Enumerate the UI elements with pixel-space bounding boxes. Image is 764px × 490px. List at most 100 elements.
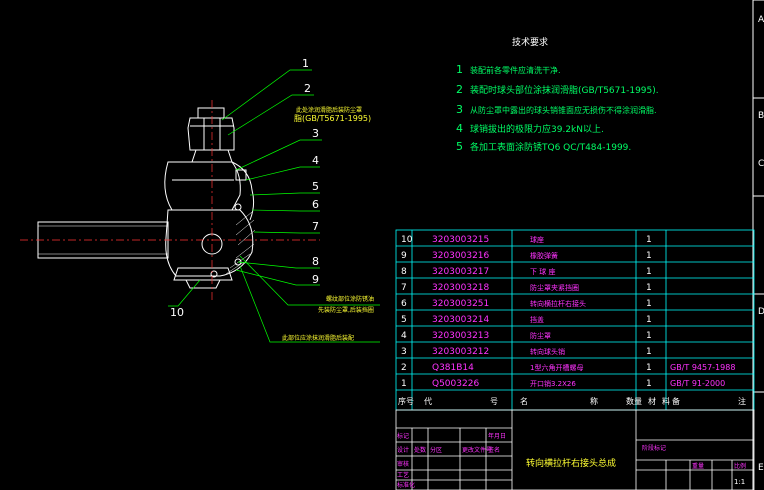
col-change: 更改文件号: [462, 446, 492, 454]
annotation-boot-note: 螺纹部位涂防锈油: [326, 295, 374, 303]
leader-lines: [168, 69, 380, 343]
part-standard-2: GB/T 9457-1988: [670, 363, 735, 372]
parts-table-header: 序号 代 号 名 称 数量 材 料 备 注: [398, 396, 746, 406]
part-name-2: 1型六角开槽螺母: [530, 363, 583, 372]
scale-value: 1:1: [734, 478, 745, 486]
stage-mark: 阶段标记: [642, 444, 666, 452]
callout-3: 3: [312, 127, 319, 140]
header-name2: 称: [590, 396, 598, 406]
callout-6: 6: [312, 198, 319, 211]
tech-requirements-title: 技术要求: [512, 36, 548, 48]
part-code-1: Q5003226: [432, 379, 479, 389]
center-lines: [20, 100, 320, 300]
part-qty-2: 1: [646, 363, 652, 373]
stage-scale: 比例: [734, 462, 746, 470]
part-name-1: 开口销3.2X26: [530, 379, 576, 388]
part-qty-5: 1: [646, 315, 652, 325]
label-process: 工艺: [397, 471, 409, 479]
part-name-10: 球座: [530, 235, 544, 244]
part-qty-6: 1: [646, 299, 652, 309]
header-material2: 料: [662, 396, 670, 406]
callout-1: 1: [302, 57, 309, 70]
part-name-9: 橡胶弹簧: [530, 251, 558, 260]
zone-label-e: E: [758, 463, 764, 473]
section-hatching: [225, 211, 256, 275]
part-code-2: Q381B14: [432, 363, 474, 373]
zone-label-a: A: [758, 15, 764, 25]
part-no-10: 10: [401, 235, 413, 245]
label-design: 设计: [397, 446, 409, 454]
callout-5: 5: [312, 180, 319, 193]
label-review: 审核: [397, 460, 409, 468]
callout-7: 7: [312, 220, 319, 233]
boot-housing: [164, 161, 241, 211]
annotations: 此处涂润滑脂后装防尘罩 脂(GB/T5671-1995) 螺纹部位涂防锈油 先装…: [282, 106, 374, 342]
callout-10: 10: [170, 306, 184, 319]
tech-requirements: 技术要求 1 装配前各零件应清洗干净. 2 装配时球头部位涂抹润滑脂(GB/T5…: [456, 36, 659, 153]
part-qty-1: 1: [646, 379, 652, 389]
col-date: 年月日: [488, 432, 506, 440]
part-no-6: 6: [401, 299, 407, 309]
part-name-5: 挡盖: [530, 315, 544, 324]
part-no-4: 4: [401, 331, 407, 341]
drawing-title: 转向横拉杆右接头总成: [526, 457, 616, 469]
req-5-num: 5: [456, 140, 463, 153]
stage-weight: 重量: [692, 462, 704, 470]
part-qty-7: 1: [646, 283, 652, 293]
part-qty-4: 1: [646, 331, 652, 341]
header-code: 代: [424, 396, 432, 406]
col-sign: 签名: [488, 446, 500, 454]
label-standard: 标准化: [397, 481, 415, 489]
lower-cap: [173, 267, 233, 281]
req-1-num: 1: [456, 63, 463, 76]
dust-boot: [231, 161, 255, 221]
cotter-pin-top: [197, 107, 225, 119]
part-qty-9: 1: [646, 251, 652, 261]
part-no-5: 5: [401, 315, 407, 325]
annotation-boot-note2: 先装防尘罩,后装挡圈: [318, 306, 374, 314]
header-remark2: 注: [738, 396, 746, 406]
col-count: 处数: [414, 446, 426, 454]
callout-9: 9: [312, 273, 319, 286]
req-4-text: 球销拔出的极限力应39.2kN以上.: [470, 123, 604, 135]
req-4-num: 4: [456, 122, 463, 135]
req-3-text: 从防尘罩中露出的球头销锥面应无损伤不得涂润滑脂.: [470, 105, 657, 115]
part-no-8: 8: [401, 267, 407, 277]
part-code-8: 3203003217: [432, 267, 489, 277]
req-2-text: 装配时球头部位涂抹润滑脂(GB/T5671-1995).: [470, 84, 659, 96]
part-code-7: 3203003218: [432, 283, 490, 293]
title-block: [395, 409, 755, 490]
drawing-frame: A B C D E: [752, 0, 764, 490]
socket-body: [165, 209, 254, 277]
part-no-9: 9: [401, 251, 407, 261]
annotation-bottom-note: 此部位应涂抹润滑脂后装配: [282, 334, 354, 342]
part-code-3: 3203003212: [432, 347, 489, 357]
header-remark: 备: [672, 396, 680, 406]
part-code-9: 3203003216: [432, 251, 490, 261]
part-code-4: 3203003213: [432, 331, 489, 341]
spring-seat: [210, 270, 218, 278]
req-1-text: 装配前各零件应清洗干净.: [470, 65, 561, 75]
part-code-10: 3203003215: [432, 235, 489, 245]
header-no: 序号: [398, 396, 414, 406]
part-code-5: 3203003214: [432, 315, 490, 325]
zone-label-c: C: [758, 159, 764, 169]
zone-label-d: D: [758, 307, 764, 317]
callout-numbers: 1 2 3 4 5 6 7 8 9 10: [170, 57, 319, 319]
callout-4: 4: [312, 154, 319, 167]
annotation-grease-top: 此处涂润滑脂后装防尘罩: [296, 106, 362, 114]
part-code-6: 3203003251: [432, 299, 489, 309]
header-material: 材: [648, 396, 656, 406]
req-3-num: 3: [456, 103, 463, 116]
header-qty: 数量: [626, 396, 642, 406]
part-name-7: 防尘罩夹紧挡圈: [530, 283, 579, 292]
part-no-3: 3: [401, 347, 407, 357]
callout-2: 2: [304, 82, 311, 95]
part-qty-8: 1: [646, 267, 652, 277]
parts-rows: 10 3203003215 球座 1 9 3203003216 橡胶弹簧 1 8 32030032…: [401, 235, 735, 389]
castle-nut: [187, 117, 235, 151]
header-code2: 号: [490, 397, 498, 406]
part-name-6: 转向横拉杆右接头: [530, 299, 586, 308]
label-mark: 标记: [397, 432, 409, 440]
part-qty-3: 1: [646, 347, 652, 357]
